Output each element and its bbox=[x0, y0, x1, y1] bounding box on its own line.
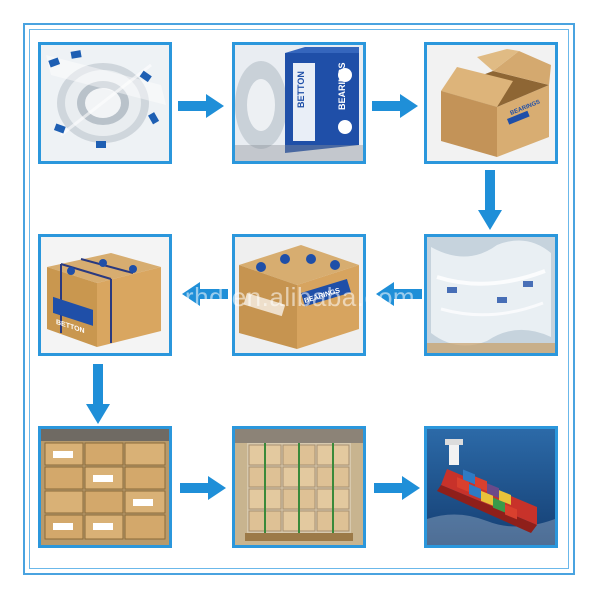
step-8-wrapped-pallet-photo bbox=[232, 426, 366, 548]
box-logo-text: BETTON bbox=[296, 71, 306, 108]
step-3-open-carton-photo: BEARINGS bbox=[424, 42, 558, 164]
step-4-plastic-lined-carton-photo bbox=[424, 234, 558, 356]
step-2-bearing-in-box-photo: BETTON BEARINGS bbox=[232, 42, 366, 164]
step-7-warehouse-stacks-photo bbox=[38, 426, 172, 548]
inner-frame bbox=[29, 29, 569, 569]
step-5-sealed-carton-photo: BEARINGS bbox=[232, 234, 366, 356]
outer-frame bbox=[23, 23, 575, 575]
arrow-down-icon bbox=[478, 170, 502, 230]
arrow-right-icon bbox=[372, 94, 418, 118]
arrow-down-icon bbox=[86, 364, 110, 424]
step-9-container-ship-photo bbox=[424, 426, 558, 548]
arrow-right-icon bbox=[374, 476, 420, 500]
arrow-left-icon bbox=[376, 282, 422, 306]
step-1-bearing-photo bbox=[38, 42, 172, 164]
box-side-text: BEARINGS bbox=[337, 62, 347, 110]
step-6-strapped-carton-photo: BETTON bbox=[38, 234, 172, 356]
arrow-left-icon bbox=[182, 282, 228, 306]
arrow-right-icon bbox=[178, 94, 224, 118]
arrow-right-icon bbox=[180, 476, 226, 500]
